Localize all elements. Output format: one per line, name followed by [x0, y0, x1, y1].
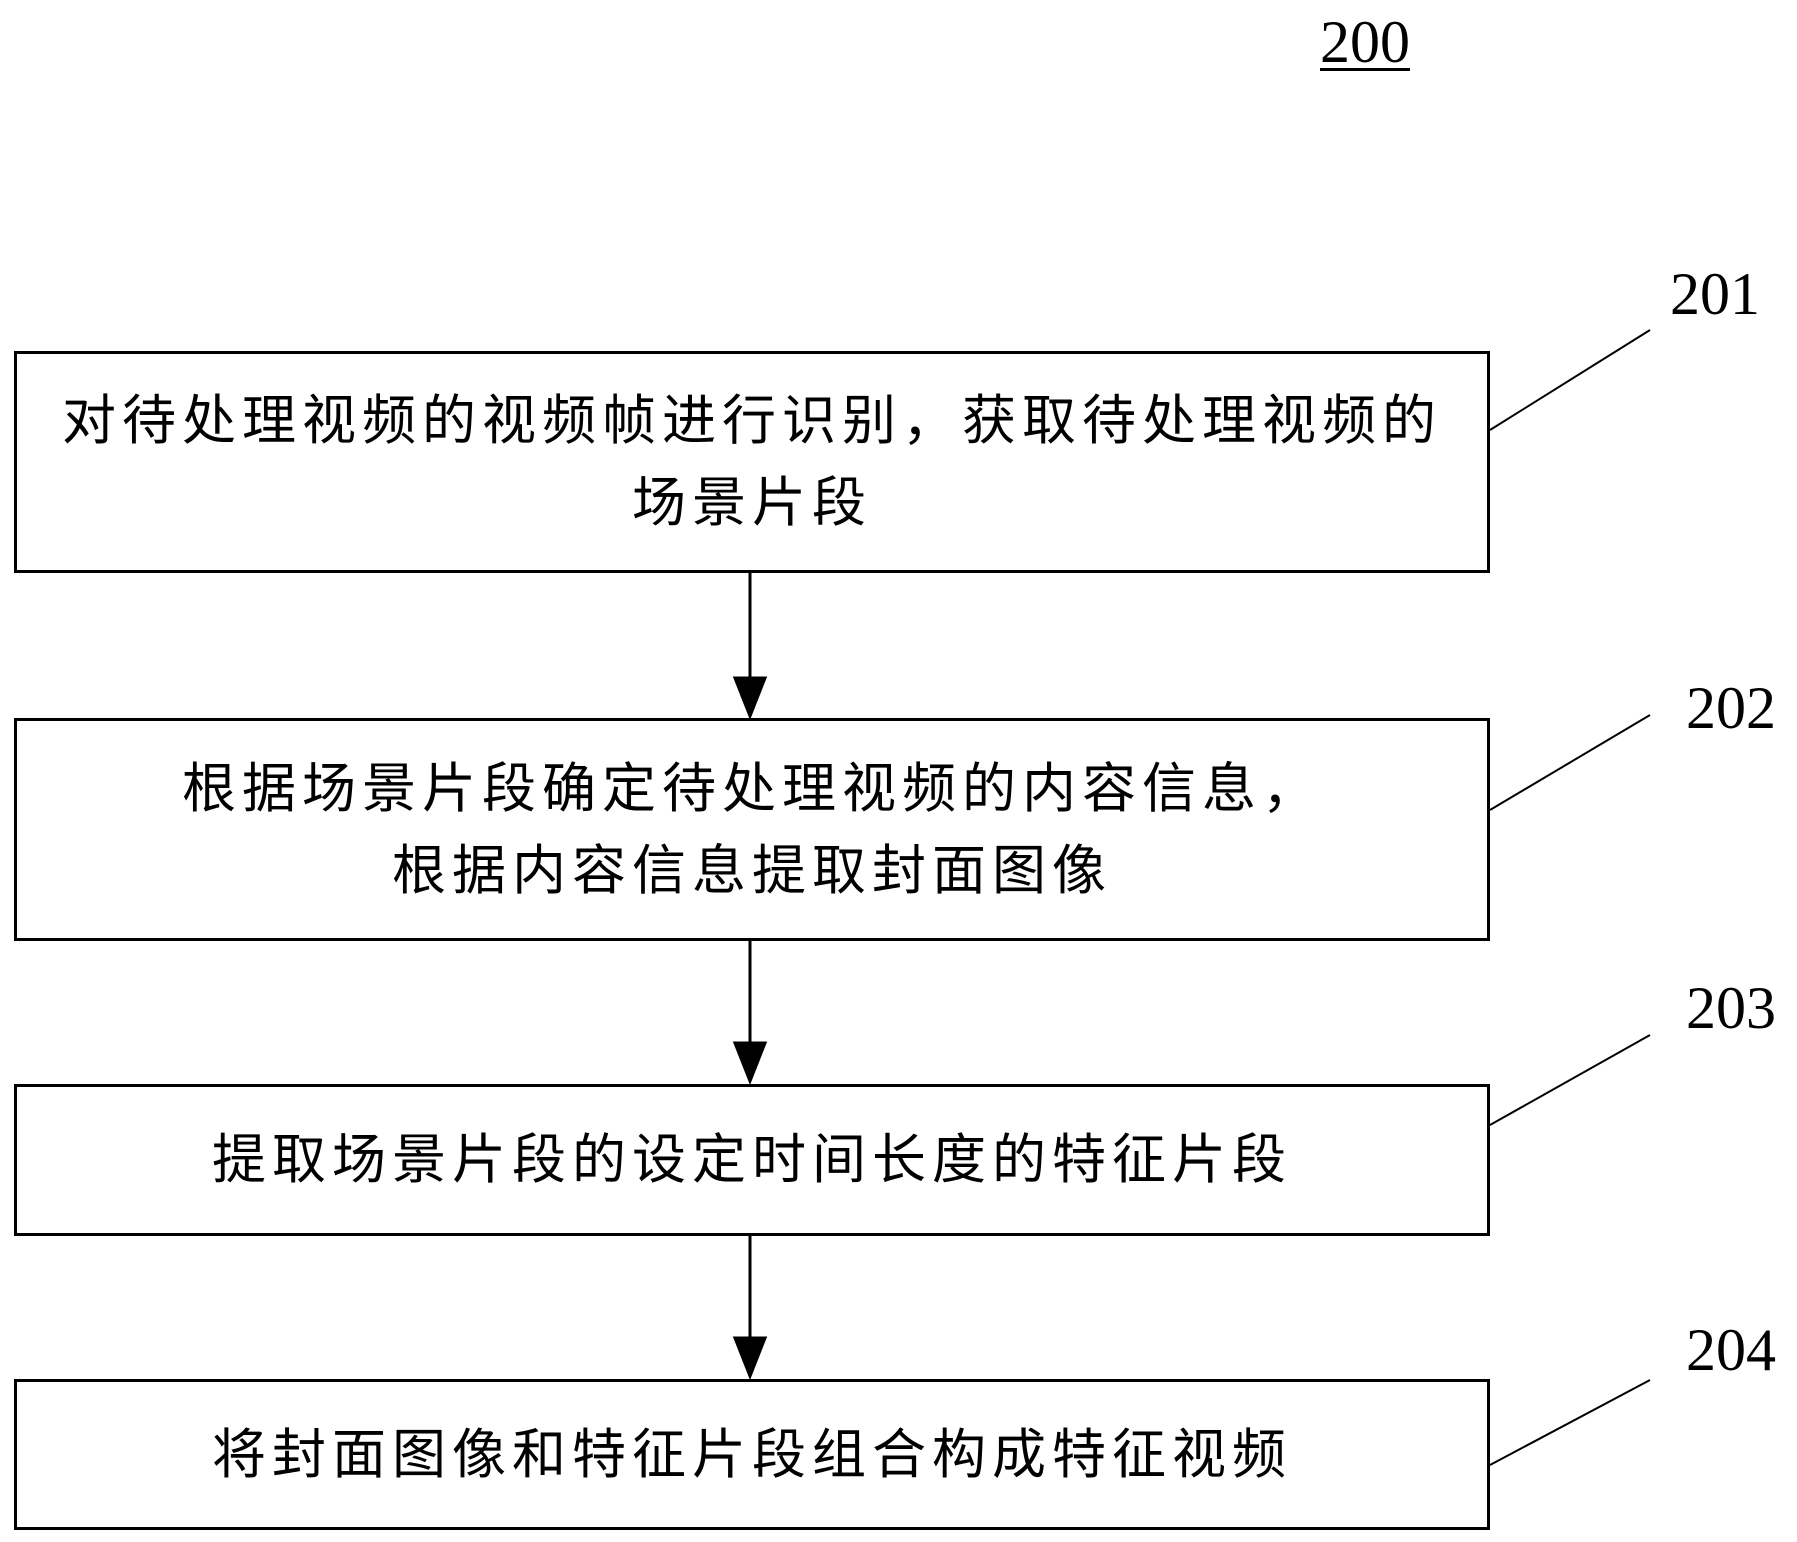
- step-label-204: 204: [1686, 1317, 1776, 1383]
- leader-line-201: [1489, 329, 1651, 431]
- step-label-202: 202: [1686, 675, 1776, 741]
- step-box-202: 根据场景片段确定待处理视频的内容信息， 根据内容信息提取封面图像: [14, 718, 1490, 941]
- step-box-201: 对待处理视频的视频帧进行识别，获取待处理视频的场景片段: [14, 351, 1490, 573]
- leader-line-202: [1489, 714, 1651, 811]
- step-text-201: 对待处理视频的视频帧进行识别，获取待处理视频的场景片段: [62, 389, 1442, 534]
- step-box-203: 提取场景片段的设定时间长度的特征片段: [14, 1084, 1490, 1236]
- step-box-204: 将封面图像和特征片段组合构成特征视频: [14, 1379, 1490, 1530]
- arrowhead-202-203: [732, 1041, 768, 1086]
- step-label-201: 201: [1670, 261, 1760, 327]
- arrowhead-203-204: [732, 1336, 768, 1381]
- step-text-203: 提取场景片段的设定时间长度的特征片段: [212, 1128, 1292, 1191]
- leader-line-204: [1489, 1379, 1651, 1466]
- arrowhead-201-202: [732, 676, 768, 721]
- leader-line-203: [1489, 1034, 1651, 1126]
- step-label-203: 203: [1686, 975, 1776, 1041]
- figure-number: 200: [1320, 9, 1410, 75]
- step-text-202: 根据场景片段确定待处理视频的内容信息， 根据内容信息提取封面图像: [182, 756, 1322, 902]
- step-text-204: 将封面图像和特征片段组合构成特征视频: [212, 1422, 1292, 1486]
